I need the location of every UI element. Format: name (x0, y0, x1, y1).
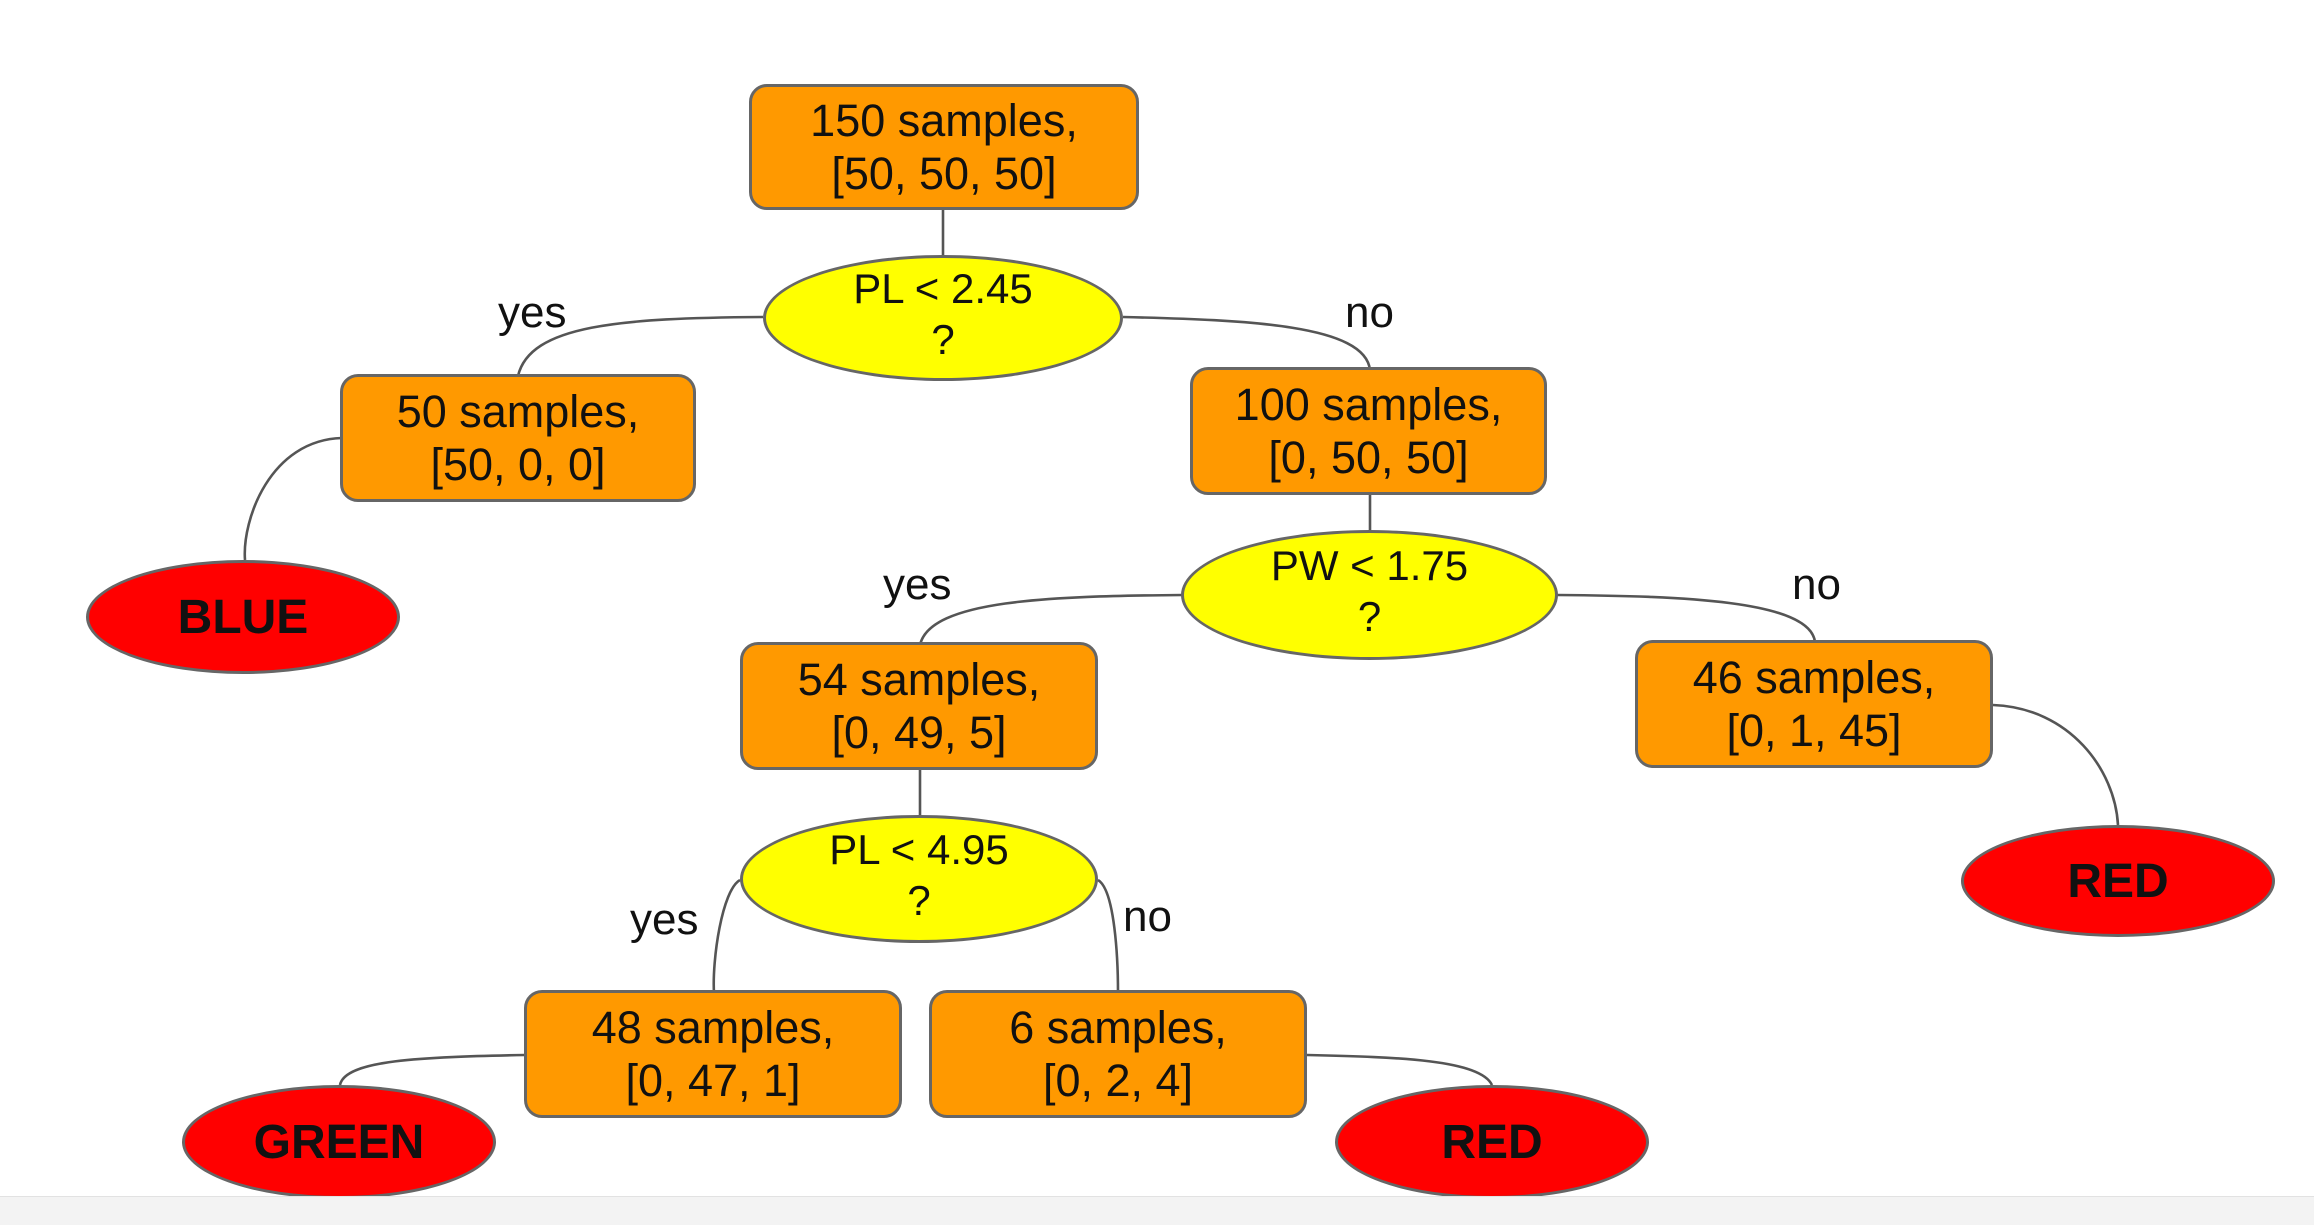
node-46-samples-counts: [0, 1, 45] (1726, 705, 1902, 756)
node-48-samples: 48 samples, [0, 47, 1] (524, 990, 902, 1118)
node-root-samples: 150 samples, (810, 94, 1078, 146)
question-pl-4-95-mark: ? (907, 877, 931, 924)
node-54-samples-samples: 54 samples, (797, 653, 1041, 705)
node-50-samples-samples: 50 samples, (396, 385, 640, 437)
edge-q1-left1 (516, 315, 764, 377)
node-48-samples-counts: [0, 47, 1] (625, 1055, 801, 1106)
edge-q2-right2 (1556, 593, 1817, 643)
leaf-red: RED (1335, 1085, 1649, 1199)
question-pl-2-45-mark: ? (931, 316, 955, 363)
edge-label-yes: yes (883, 560, 952, 609)
node-50-samples-counts: [50, 0, 0] (430, 439, 606, 490)
question-pl-4-95: PL < 4.95 ? (740, 815, 1098, 943)
diagram-title: Decision Trees (0, 0, 1540, 9)
node-50-samples: 50 samples, [50, 0, 0] (340, 374, 696, 502)
node-46-samples-samples: 46 samples, (1692, 651, 1936, 703)
edge-q1-right1 (1122, 315, 1372, 371)
leaf-red: RED (1961, 825, 2275, 937)
bottom-bar (0, 1196, 2314, 1225)
edge-label-no: no (1345, 288, 1394, 337)
edge-right2-red (1992, 703, 2120, 826)
question-pw-1-75: PW < 1.75 ? (1181, 530, 1558, 660)
node-root: 150 samples, [50, 50, 50] (749, 84, 1139, 210)
node-6-samples-samples: 6 samples, (1009, 1001, 1227, 1053)
edge-label-yes: yes (498, 288, 567, 337)
node-100-samples-counts: [0, 50, 50] (1268, 432, 1469, 483)
edge-label-no: no (1792, 560, 1841, 609)
leaf-blue: BLUE (86, 560, 400, 674)
node-54-samples: 54 samples, [0, 49, 5] (740, 642, 1098, 770)
question-pl-4-95-condition: PL < 4.95 (829, 825, 1009, 873)
node-100-samples-samples: 100 samples, (1234, 378, 1503, 430)
edge-label-yes: yes (630, 895, 699, 944)
node-54-samples-counts: [0, 49, 5] (831, 707, 1007, 758)
edge-q3-right3 (1097, 878, 1120, 994)
node-100-samples: 100 samples, [0, 50, 50] (1190, 367, 1547, 495)
node-root-counts: [50, 50, 50] (831, 148, 1057, 199)
edge-left1-blue (243, 436, 343, 561)
leaf-green: GREEN (182, 1085, 496, 1199)
node-48-samples-samples: 48 samples, (591, 1001, 835, 1053)
edge-left3-green (338, 1053, 526, 1086)
question-pw-1-75-condition: PW < 1.75 (1270, 541, 1469, 589)
question-pl-2-45-condition: PL < 2.45 (853, 264, 1033, 312)
edge-label-no: no (1123, 892, 1172, 941)
question-pl-2-45: PL < 2.45 ? (763, 255, 1123, 381)
node-46-samples: 46 samples, [0, 1, 45] (1635, 640, 1993, 768)
edge-q2-left2 (918, 593, 1184, 646)
edge-q3-left3 (712, 878, 741, 994)
node-6-samples: 6 samples, [0, 2, 4] (929, 990, 1307, 1118)
question-pw-1-75-mark: ? (1357, 593, 1382, 640)
node-6-samples-counts: [0, 2, 4] (1042, 1055, 1194, 1106)
edge-right3-red (1306, 1053, 1494, 1086)
